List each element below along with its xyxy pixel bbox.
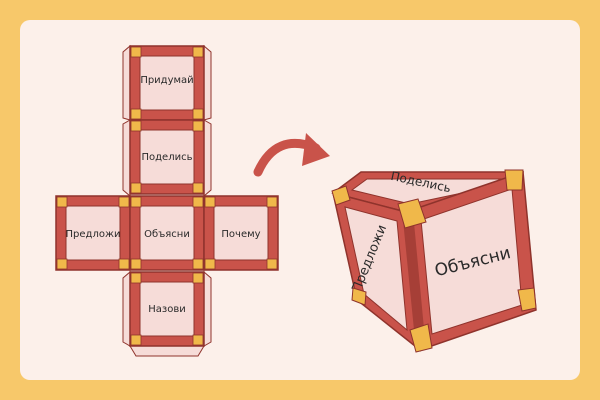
net-face-left: Предложи: [55, 195, 131, 271]
cube-face-top: Поделись: [331, 169, 524, 213]
net-label-bottom: Назови: [148, 304, 185, 315]
cube-face-left: Предложи: [331, 191, 421, 352]
net-label-upper: Поделись: [142, 152, 193, 163]
net-face-bottom: Назови: [129, 271, 205, 347]
net-face-top: Придумай: [129, 45, 205, 121]
curved-arrow-icon: [253, 133, 330, 177]
cube-corners: [331, 169, 537, 353]
cube-face-front: Объясни: [405, 170, 537, 352]
cube-3d: Поделись Предложи Объясни: [331, 169, 537, 353]
net-label-right: Почему: [221, 229, 260, 240]
net-label-top: Придумай: [140, 75, 193, 86]
net-face-right: Почему: [203, 195, 279, 271]
net-label-left: Предложи: [66, 229, 121, 240]
net-label-center: Объясни: [144, 229, 190, 240]
net-face-center: Объясни: [129, 195, 205, 271]
net-face-upper: Поделись: [129, 119, 205, 195]
